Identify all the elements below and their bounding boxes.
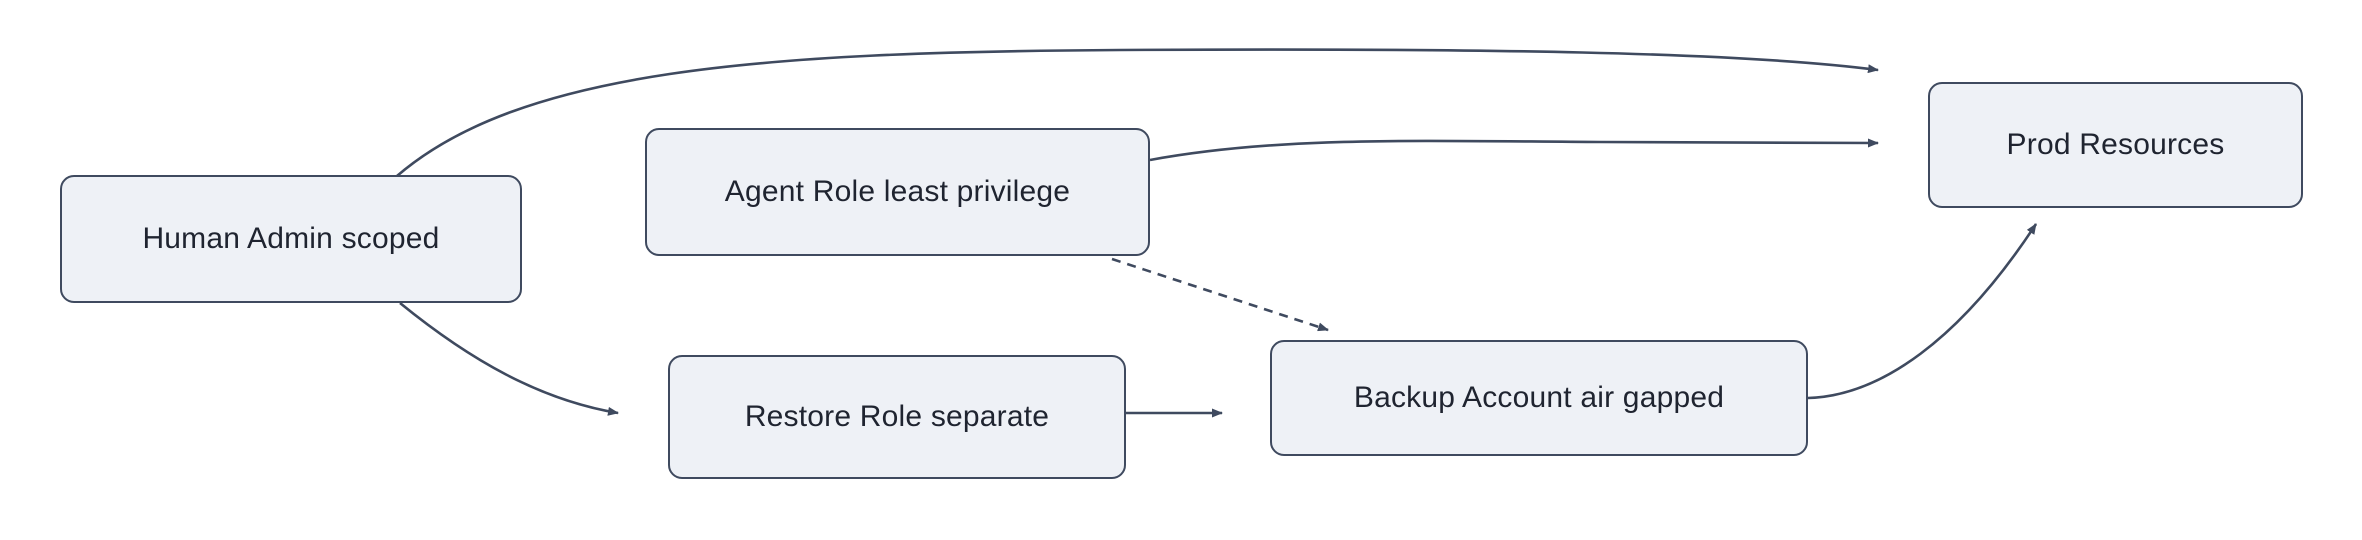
node-restore-role[interactable]: Restore Role separate xyxy=(668,355,1126,479)
node-backup-account[interactable]: Backup Account air gapped xyxy=(1270,340,1808,456)
node-label: Human Admin scoped xyxy=(142,222,440,255)
edge-agent-role-to-backup-account xyxy=(1111,257,1329,332)
node-prod-resources[interactable]: Prod Resources xyxy=(1928,82,2303,208)
edge-agent-role-to-prod-resources xyxy=(1149,138,1879,162)
node-label: Backup Account air gapped xyxy=(1353,381,1725,414)
node-human-admin[interactable]: Human Admin scoped xyxy=(60,175,522,303)
node-label: Restore Role separate xyxy=(744,400,1050,433)
edge-human-admin-to-restore-role xyxy=(399,301,619,416)
node-agent-role[interactable]: Agent Role least privilege xyxy=(645,128,1150,256)
edge-human-admin-to-prod-resources xyxy=(396,48,1879,177)
node-label: Agent Role least privilege xyxy=(724,175,1071,208)
node-label: Prod Resources xyxy=(2006,128,2225,161)
edge-backup-account-to-prod-resources xyxy=(1807,223,2038,400)
